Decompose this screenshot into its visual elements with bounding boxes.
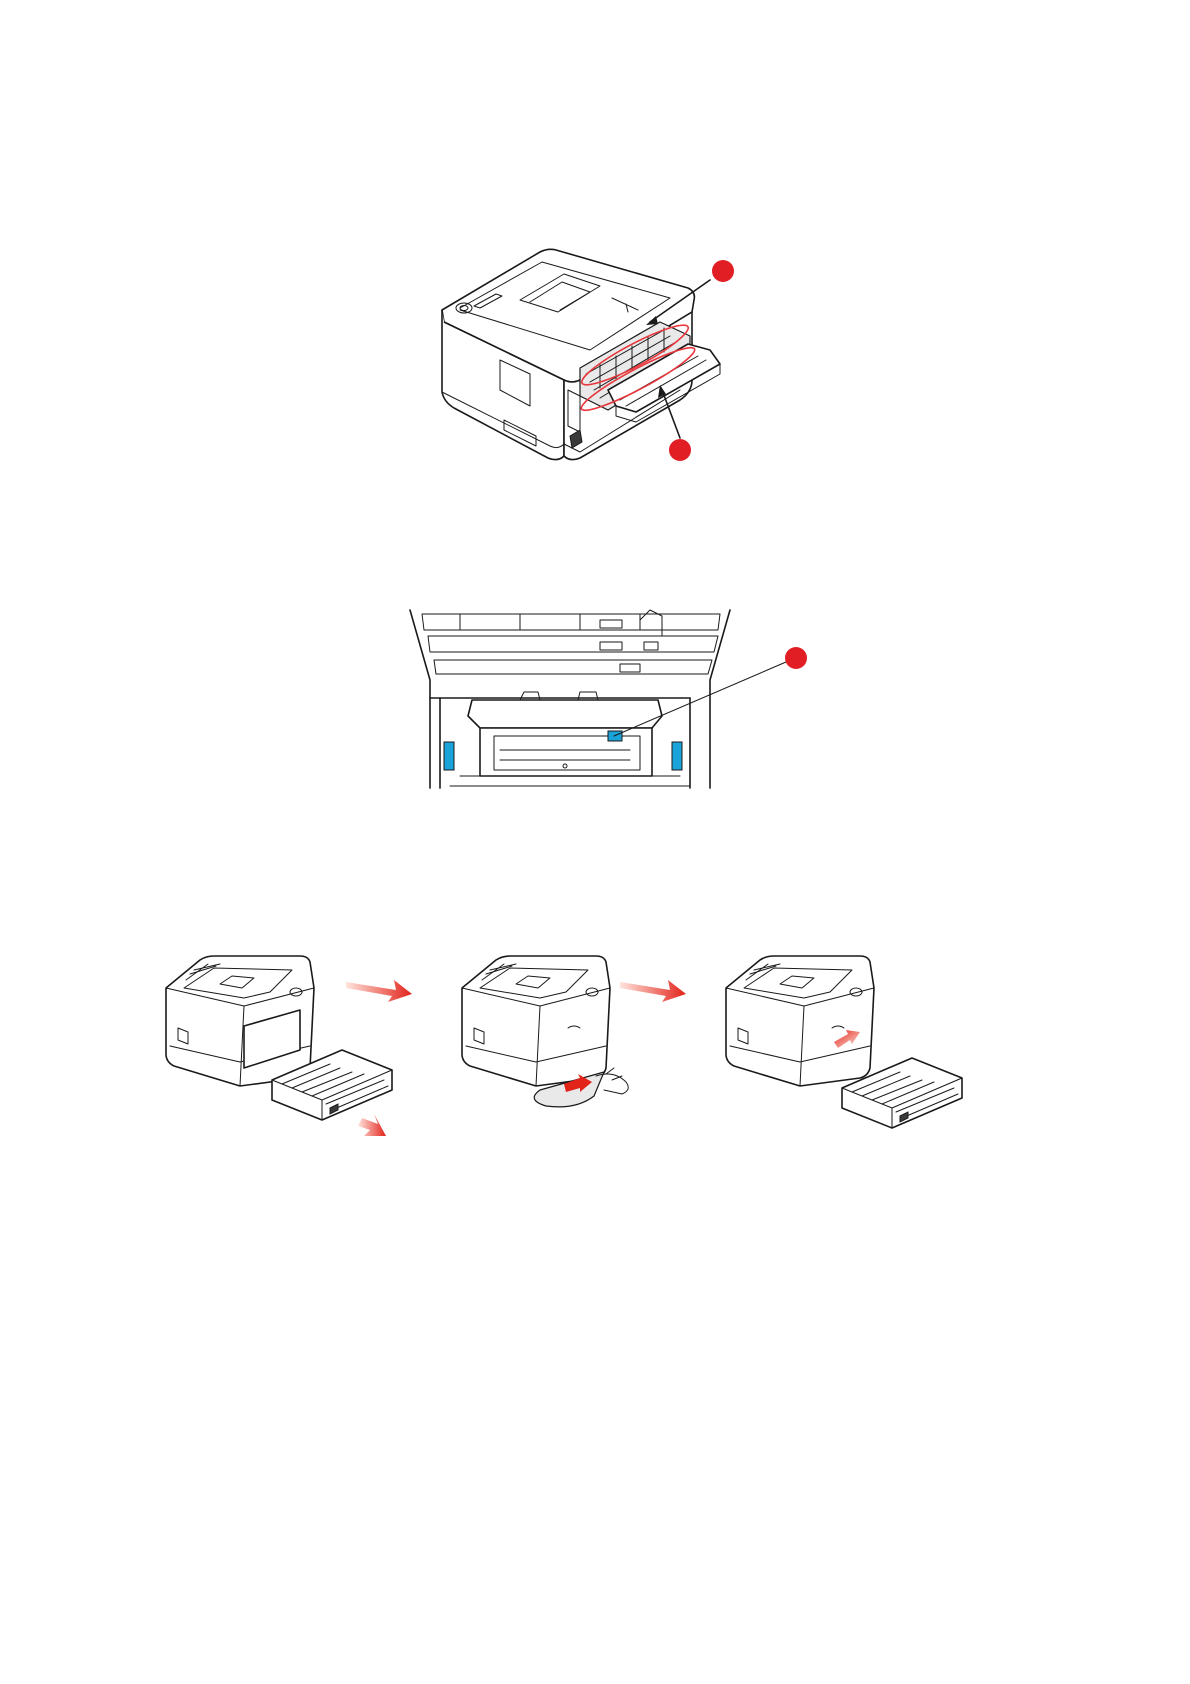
callout-marker-2 xyxy=(669,439,691,461)
tray-sequence-drawing xyxy=(160,940,1040,1180)
tray-reinserted-icon xyxy=(726,956,962,1128)
rear-exit-figure xyxy=(430,240,790,480)
printer-top-open-fuser-icon xyxy=(400,600,820,790)
left-fuser-latch xyxy=(444,742,454,770)
callout-marker-1 xyxy=(712,260,734,282)
callout-marker-3 xyxy=(785,647,807,669)
step-arrow-1 xyxy=(346,980,412,1002)
step-arrow-2 xyxy=(620,980,686,1002)
pull-direction-arrow xyxy=(358,1114,386,1136)
right-fuser-latch xyxy=(672,742,682,770)
fuser-figure xyxy=(400,600,820,790)
printer-rear-open-icon xyxy=(430,240,790,480)
paper-removal-icon xyxy=(462,956,628,1107)
tray-removed-icon xyxy=(166,956,392,1136)
tray-sequence-figure xyxy=(160,940,1040,1180)
